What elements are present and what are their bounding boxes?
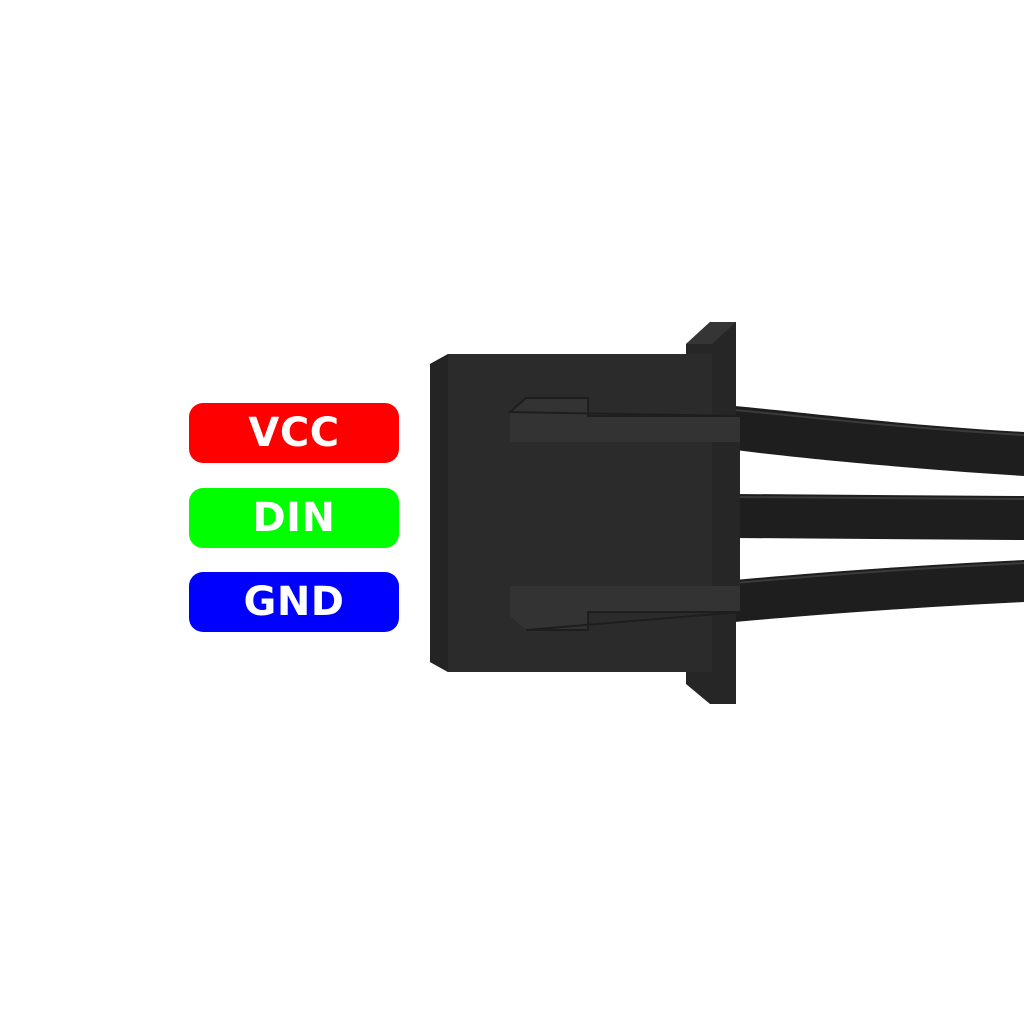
connector-housing	[430, 354, 741, 672]
wire-gnd	[735, 560, 1024, 622]
connector-window	[712, 442, 740, 586]
pin-label-din: DIN	[189, 488, 399, 548]
pin-label-gnd: GND	[189, 572, 399, 632]
wire-vcc	[735, 406, 1024, 476]
wires	[734, 406, 1024, 622]
wire-din	[735, 494, 1024, 540]
pin-label-vcc: VCC	[189, 403, 399, 463]
